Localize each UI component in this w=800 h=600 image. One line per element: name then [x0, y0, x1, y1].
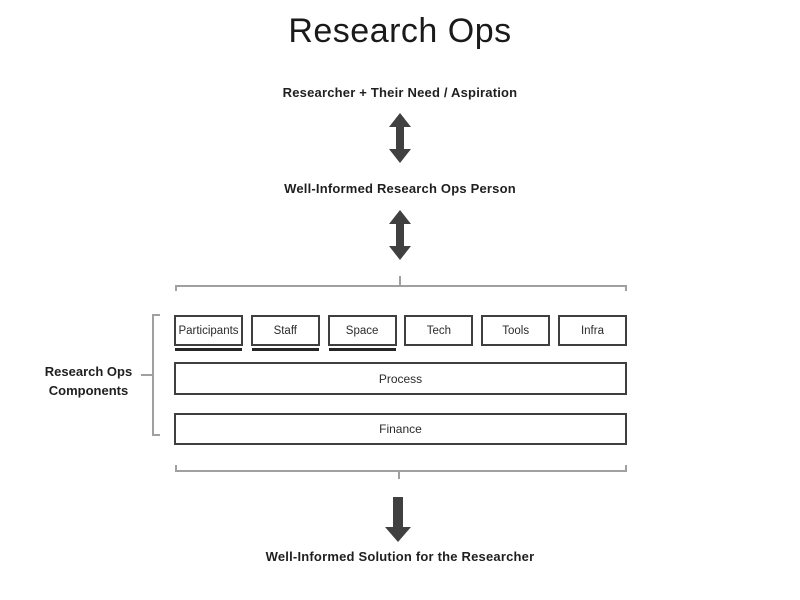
components-top-row: Participants Staff Space Tech Tools Infr…: [174, 315, 627, 351]
component-box-tools: Tools: [481, 315, 551, 346]
bottom-bracket: [175, 465, 627, 472]
down-arrow-icon: [385, 497, 411, 542]
component-box-label: Infra: [580, 324, 604, 337]
researcher-need-label: Researcher + Their Need / Aspiration: [282, 85, 518, 100]
left-bracket-tick: [141, 374, 152, 376]
double-vertical-arrow-icon: [389, 210, 411, 260]
component-underline: [251, 348, 319, 351]
arrow-head-up: [389, 113, 411, 127]
arrow-shaft: [396, 224, 404, 246]
components-group-label-line1: Research Ops: [44, 364, 133, 379]
arrow-head-down: [385, 527, 411, 542]
component-box-space: Space: [327, 315, 397, 351]
component-box-tech: Tech: [404, 315, 474, 346]
component-box-participants: Participants: [174, 315, 243, 351]
component-box-label: Space: [345, 324, 379, 337]
component-box-label: Participants: [178, 324, 239, 337]
component-box-label: Process: [378, 371, 423, 386]
component-underline: [328, 348, 396, 351]
component-box-staff: Staff: [250, 315, 320, 351]
component-box-label: Staff: [273, 324, 298, 337]
bottom-bracket-tick: [398, 471, 400, 479]
component-box-label: Tools: [502, 324, 530, 337]
top-bracket: [175, 285, 627, 291]
ops-person-label: Well-Informed Research Ops Person: [284, 181, 516, 196]
double-vertical-arrow-icon: [389, 113, 411, 163]
arrow-head-up: [389, 210, 411, 224]
components-group-label-line2: Components: [48, 383, 129, 398]
arrow-shaft: [393, 497, 403, 527]
arrow-head-down: [389, 149, 411, 163]
page-title: Research Ops: [288, 12, 512, 50]
component-box-label: Tech: [426, 324, 452, 337]
components-group-label: Research Ops Components: [26, 362, 151, 400]
arrow-head-down: [389, 246, 411, 260]
solution-label: Well-Informed Solution for the Researche…: [265, 549, 535, 564]
component-box-label: Finance: [379, 422, 422, 436]
component-underline: [175, 348, 242, 351]
component-box-finance: Finance: [174, 413, 627, 445]
component-box-infra: Infra: [557, 315, 627, 346]
component-box-process: Process: [174, 362, 627, 395]
top-bracket-tick: [399, 276, 401, 285]
arrow-shaft: [396, 127, 404, 149]
left-bracket: [152, 314, 160, 436]
